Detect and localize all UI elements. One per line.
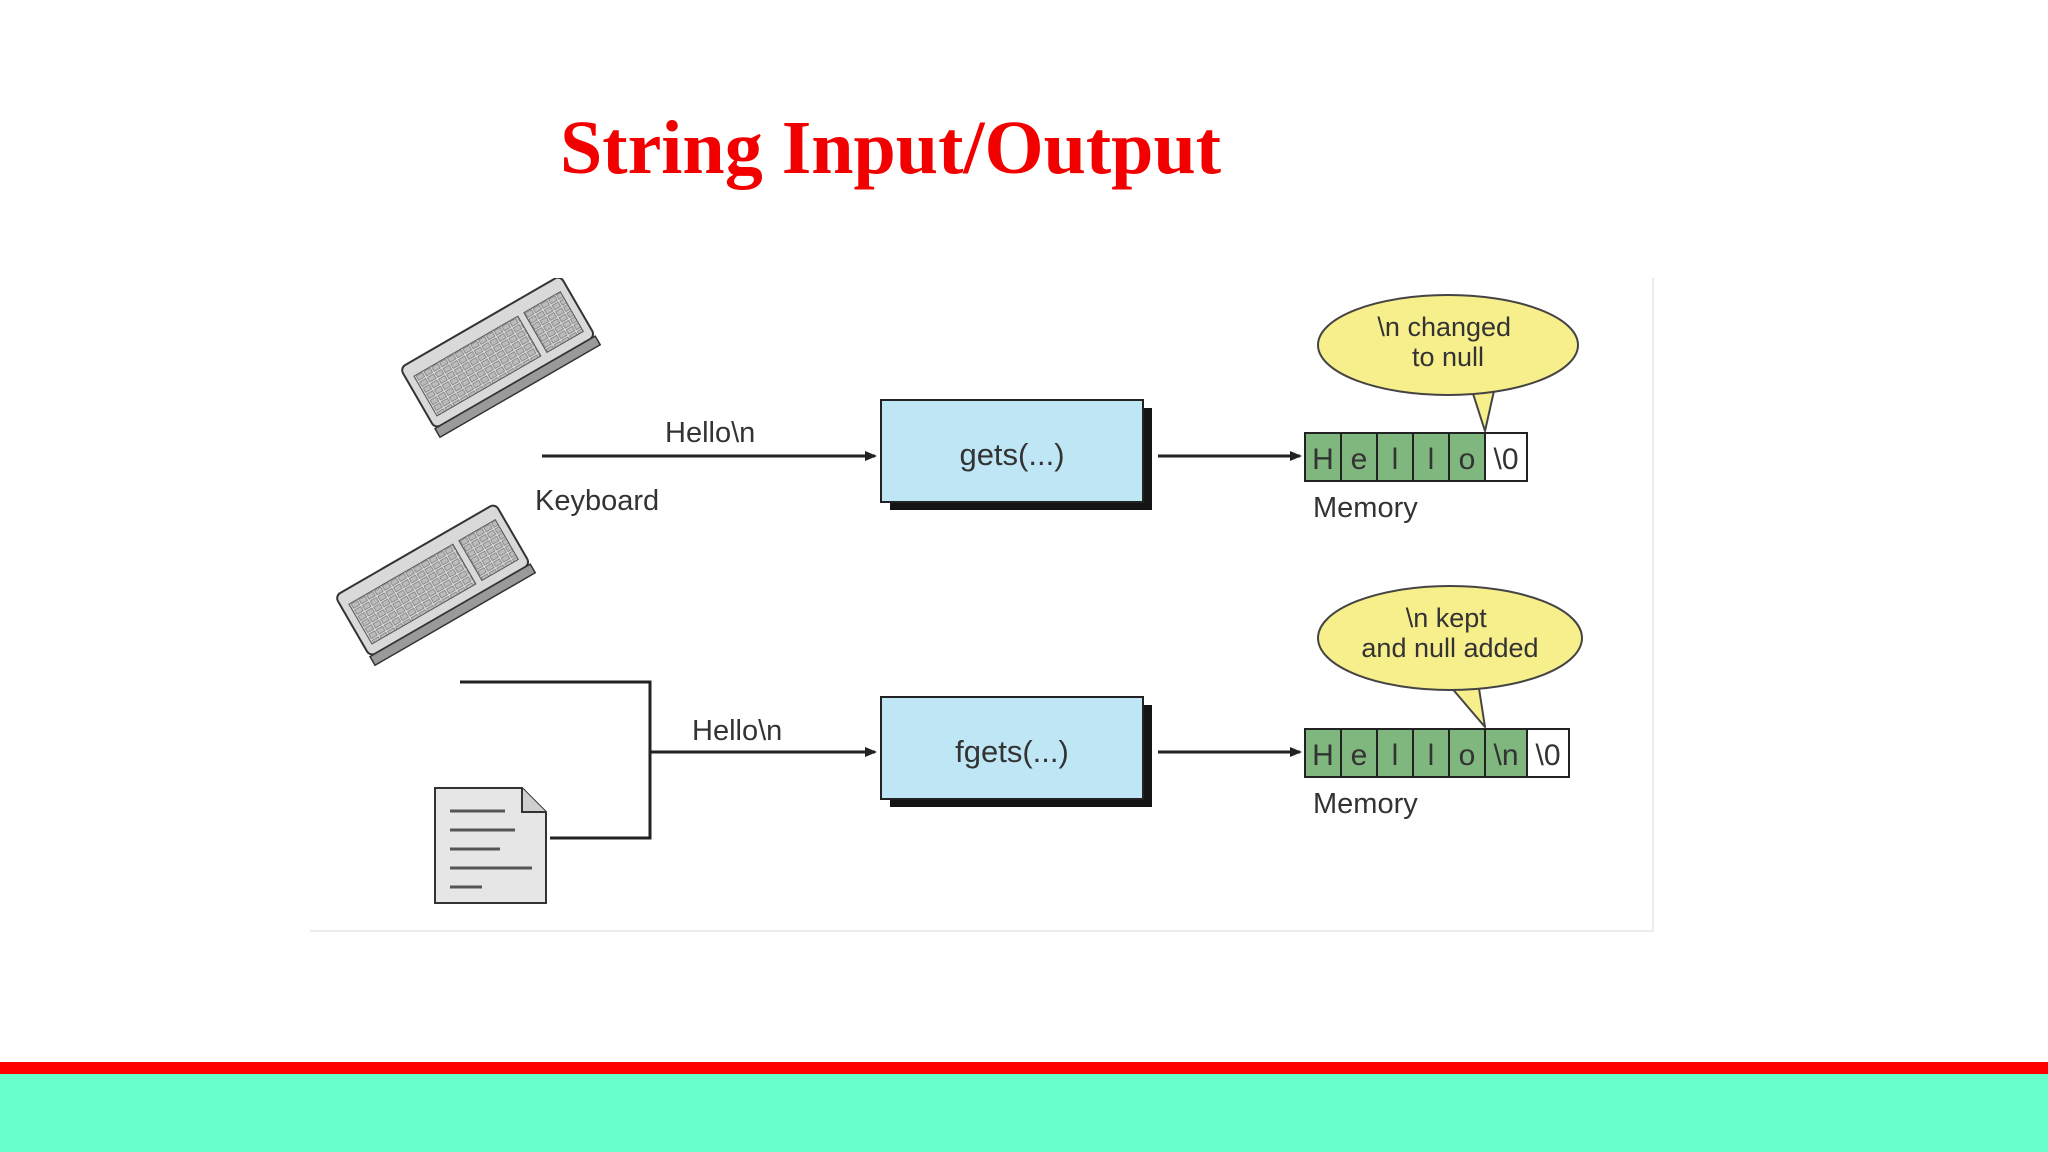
slide-title: String Input/Output [560,106,1222,190]
accent-bar [0,1062,2048,1074]
callout-text-top: \n changed to null [1377,312,1518,372]
keyboard-icon [336,504,537,667]
fgets-function-label: fgets(...) [955,734,1069,769]
memory-cell: l [1428,443,1435,476]
gets-function-label: gets(...) [959,437,1064,472]
memory-cells-top: H e l l o \0 [1304,432,1528,482]
memory-cell: \n [1493,739,1518,772]
memory-cell: o [1459,443,1476,476]
file-connector [550,752,652,840]
memory-label-bottom: Memory [1313,788,1418,820]
callout-text-bottom: \n kept and null added [1361,603,1538,663]
memory-cell: H [1312,739,1334,772]
memory-cell: o [1459,739,1476,772]
memory-cells-bottom: H e l l o \n \0 [1304,728,1570,778]
string-io-diagram: Keyboard Hello\n gets(...) H e l l o \0 … [310,278,1654,932]
memory-cell: \0 [1535,739,1560,772]
input-label-bottom: Hello\n [692,715,782,747]
memory-cell: l [1392,443,1399,476]
gets-function-box [880,399,1144,503]
input-label-top: Hello\n [665,417,755,449]
memory-cell: l [1392,739,1399,772]
callout-bottom: \n kept and null added [1317,585,1583,728]
keyboard-label: Keyboard [535,485,659,517]
fgets-function-box [880,696,1144,800]
keyboard-icon [401,278,602,439]
memory-cell: l [1428,739,1435,772]
memory-cell: e [1351,443,1368,476]
memory-cell: \0 [1493,443,1518,476]
memory-cell: e [1351,739,1368,772]
callout-top: \n changed to null [1317,294,1579,432]
document-icon [434,787,547,904]
footer-band [0,1074,2048,1152]
memory-label-top: Memory [1313,492,1418,524]
memory-cell: H [1312,443,1334,476]
